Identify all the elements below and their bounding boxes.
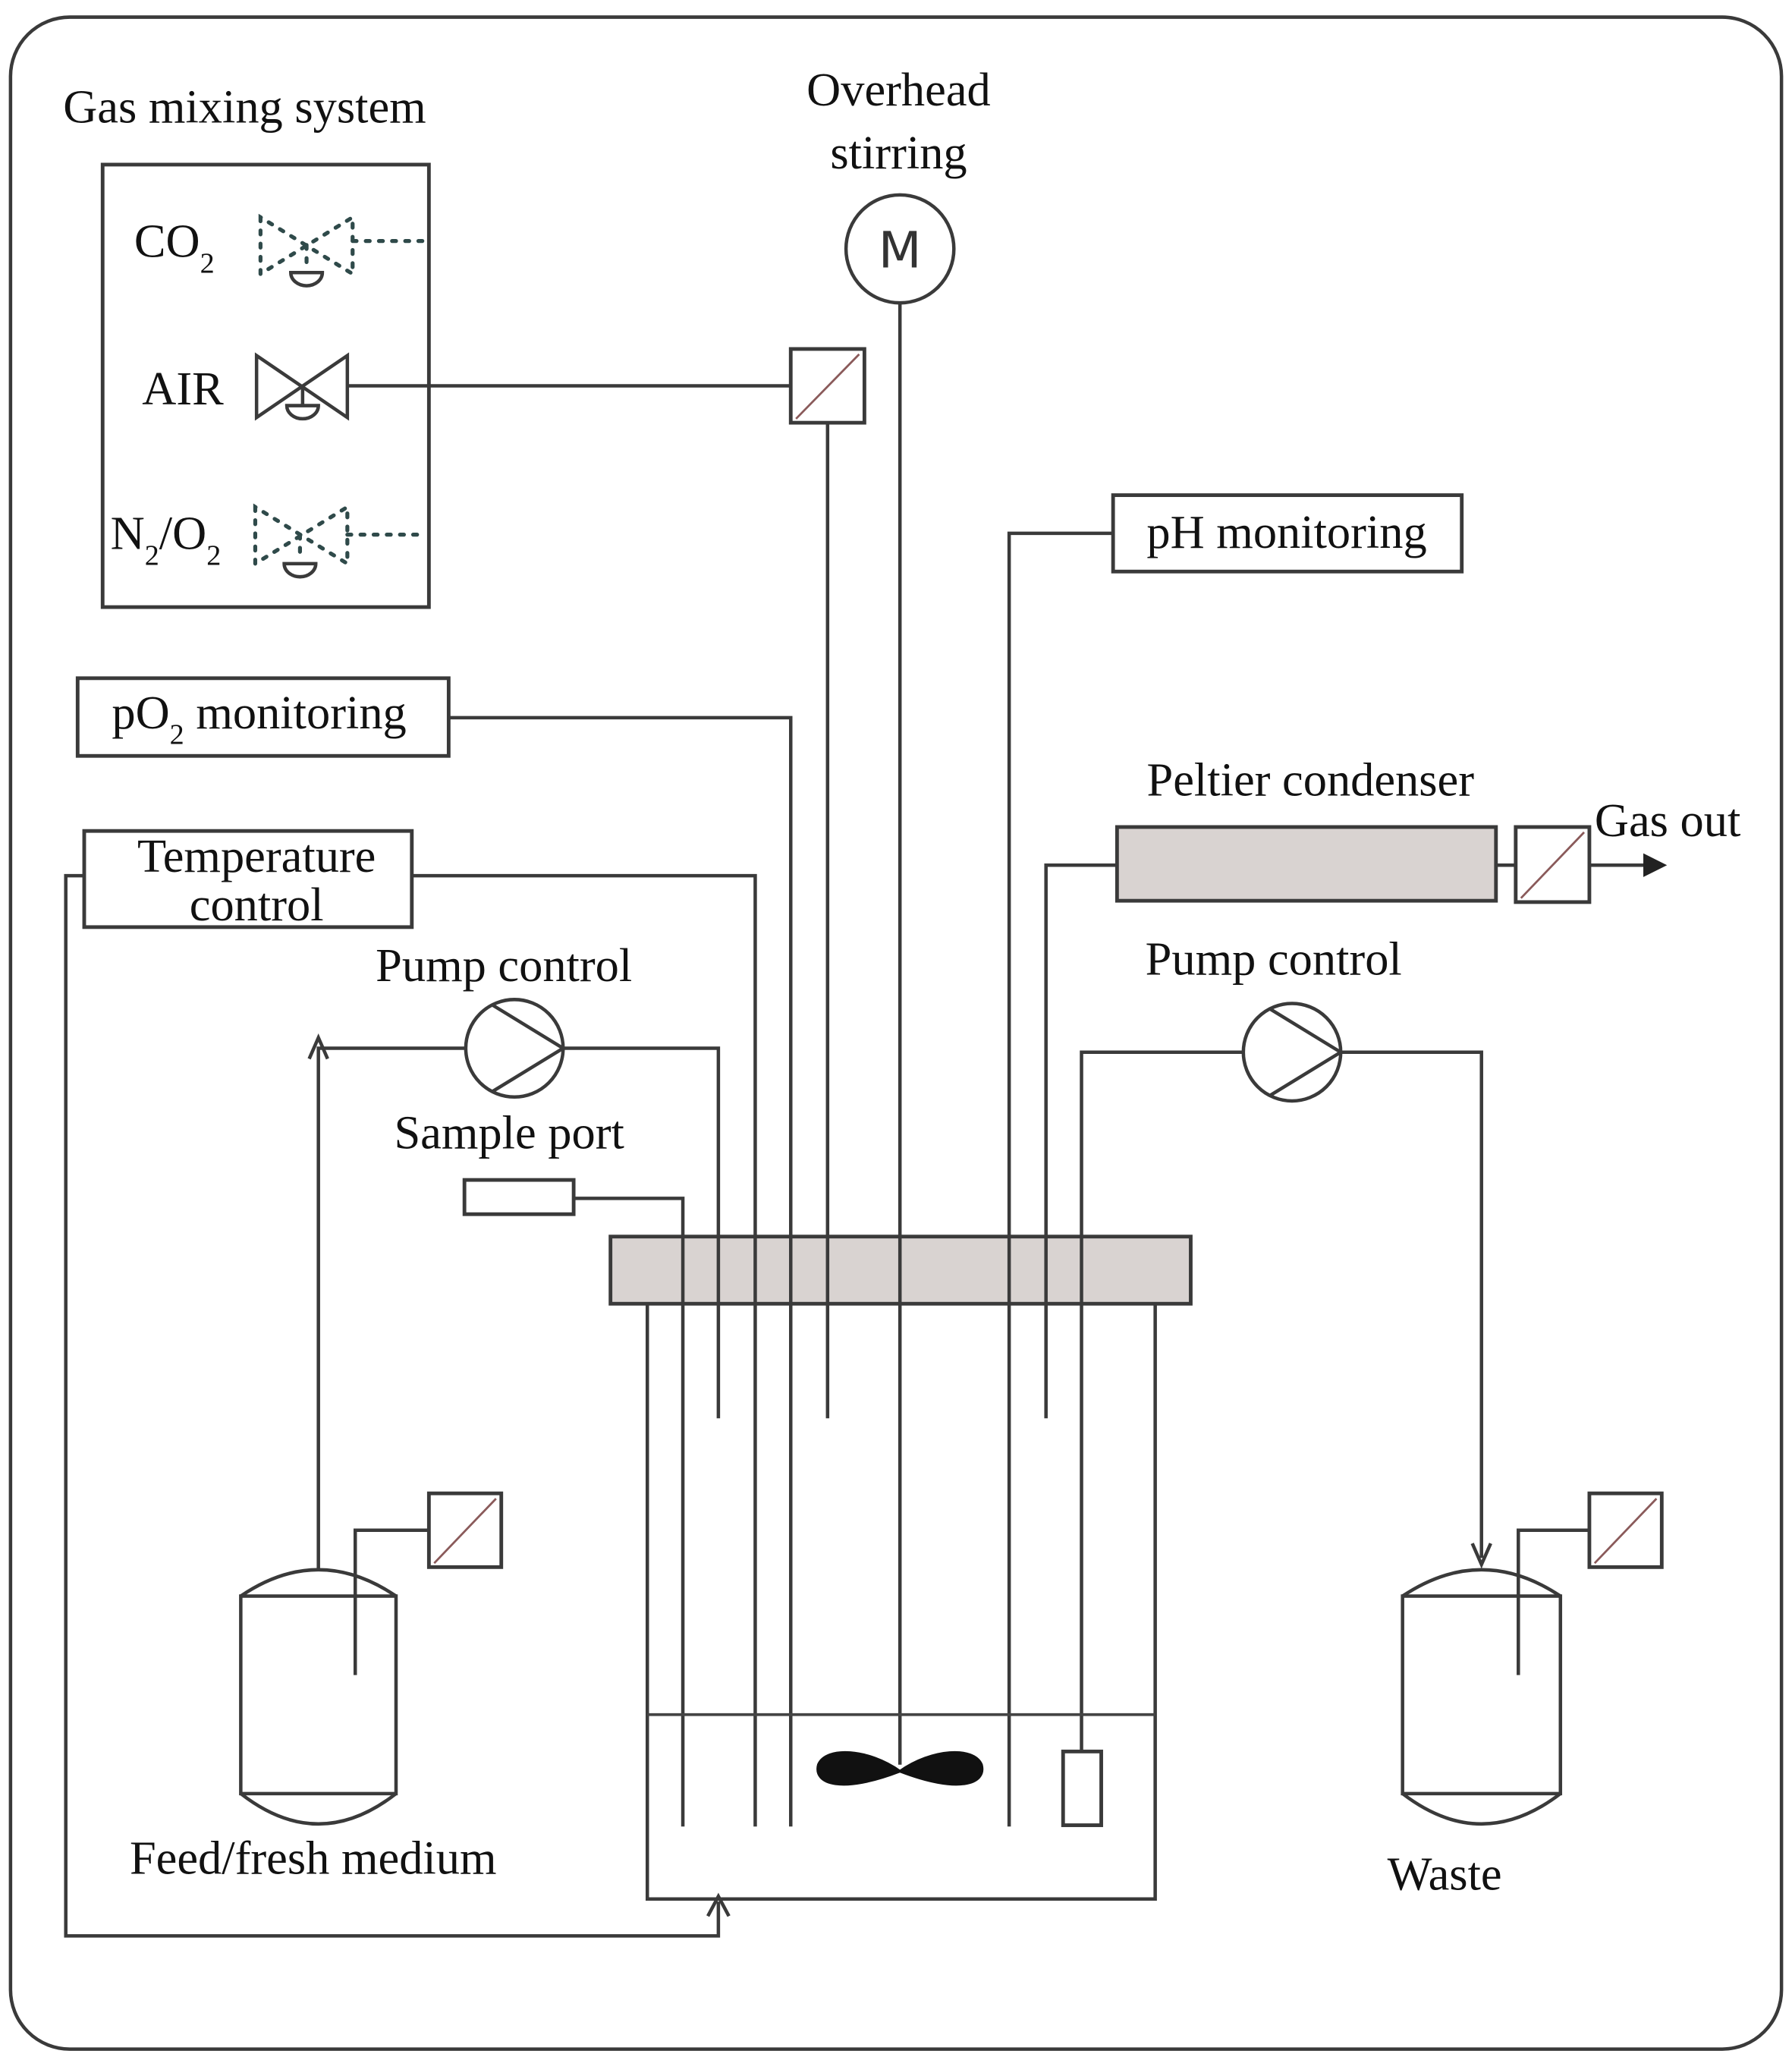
gas-out-arrow-icon — [1643, 853, 1668, 877]
overhead-label-1: Overhead — [806, 63, 991, 116]
temperature-label-1: Temperature — [137, 829, 376, 882]
n2o2-valve-icon[interactable] — [253, 503, 426, 579]
feed-line-from-tank — [316, 1046, 466, 1570]
pump-right-icon[interactable] — [1241, 1002, 1343, 1103]
headplate-ports — [681, 1236, 1083, 1304]
jacket-inlet-arrow-icon — [706, 1892, 731, 1917]
temperature-probe-line — [411, 873, 757, 1827]
pump-left-label: Pump control — [376, 939, 632, 992]
feed-tank-vent-line — [353, 1528, 429, 1675]
ph-monitoring-box[interactable] — [1111, 493, 1464, 574]
temperature-label-2: control — [190, 878, 324, 931]
feed-arrow-icon — [307, 1033, 329, 1060]
sample-port-label: Sample port — [394, 1106, 624, 1159]
svg-text:M: M — [879, 221, 922, 279]
co2-valve-icon[interactable] — [258, 213, 429, 288]
air-inlet-filter-icon — [788, 347, 866, 425]
pump-right-label: Pump control — [1146, 932, 1402, 985]
waste-arrow-icon — [1470, 1543, 1492, 1569]
feed-vent-filter-icon — [426, 1491, 504, 1569]
sample-port-box[interactable] — [462, 1178, 576, 1216]
waste-line-to-tank — [1341, 1050, 1483, 1558]
waste-label: Waste — [1388, 1848, 1502, 1901]
waste-draw-line — [1080, 1050, 1243, 1752]
feed-tank-icon — [239, 1568, 398, 1826]
air-label: AIR — [142, 362, 224, 415]
motor-icon[interactable]: M — [844, 193, 956, 305]
outer-frame — [8, 15, 1784, 2051]
ph-probe-line — [1007, 531, 1114, 1827]
sample-port-line — [574, 1197, 685, 1827]
air-valve-icon[interactable] — [254, 352, 350, 421]
po2-probe-line — [448, 716, 793, 1827]
gas-mixing-title: Gas mixing system — [63, 80, 426, 133]
impeller-icon — [816, 1750, 984, 1786]
temperature-control-box[interactable] — [82, 829, 414, 929]
peltier-condenser[interactable] — [1114, 825, 1498, 903]
level-sensor — [1061, 1749, 1103, 1827]
gas-out-label: Gas out — [1595, 794, 1740, 847]
po2-monitoring-label: pO2 monitoring — [112, 686, 406, 751]
exhaust-filter-icon — [1514, 825, 1592, 904]
peltier-label: Peltier condenser — [1147, 753, 1475, 806]
bioreactor-vessel — [645, 1304, 1157, 1901]
peltier-line — [1044, 863, 1118, 1419]
n2o2-label: N2/O2 — [111, 507, 222, 572]
overhead-label-2: stirring — [830, 126, 967, 179]
feed-line-to-vessel — [563, 1046, 721, 1419]
feed-label: Feed/fresh medium — [130, 1832, 497, 1885]
waste-tank-icon — [1401, 1568, 1563, 1826]
pump-left-icon[interactable] — [464, 998, 565, 1099]
waste-tank-vent-line — [1517, 1528, 1589, 1675]
temperature-jacket-line — [64, 873, 721, 1938]
waste-vent-filter-icon — [1587, 1491, 1664, 1569]
ph-monitoring-label: pH monitoring — [1146, 505, 1426, 558]
co2-label: CO2 — [134, 214, 215, 279]
